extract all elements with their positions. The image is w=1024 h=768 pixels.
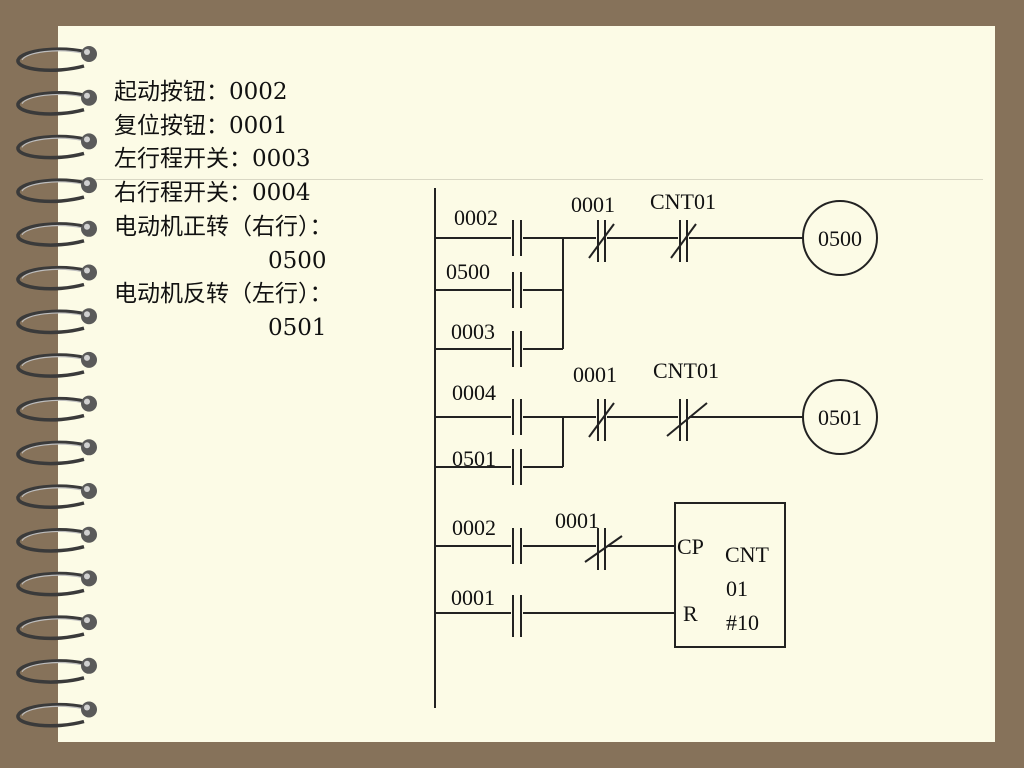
no-contact-cp-0002 (512, 528, 522, 564)
label-cnt01-nc-r2: CNT01 (653, 358, 719, 383)
rung-1: 0002 0500 0003 0001 CNT01 0500 (435, 189, 878, 367)
label-0001-nc: 0001 (571, 192, 615, 217)
nc-contact-cp-0001 (584, 528, 623, 570)
label-coil-0501: 0501 (818, 405, 862, 430)
spiral-binding (16, 46, 97, 728)
spiral-ring (16, 440, 87, 466)
nc-contact-counter-cnt01 (670, 220, 697, 262)
nc-contact-counter-cnt01-r2 (666, 399, 708, 441)
spiral-ring (16, 397, 87, 422)
no-contact-hold-0501 (512, 449, 522, 485)
spiral-ring (16, 484, 87, 509)
spiral-ring (16, 309, 87, 335)
no-contact-start-0002 (512, 220, 522, 256)
spiral-ring (16, 265, 87, 291)
label-0003: 0003 (451, 319, 495, 344)
note-left-limit-switch: 左行程开关：0003 (114, 146, 311, 173)
label-coil-0500: 0500 (818, 226, 862, 251)
label-0501-contact: 0501 (452, 446, 496, 471)
note-motor-forward-address: 0500 (268, 247, 327, 274)
label-0002-cp: 0002 (452, 515, 496, 540)
spiral-ring (16, 134, 87, 160)
spiral-ring (16, 47, 87, 72)
rung-2: 0004 0501 0001 CNT01 0501 (435, 358, 878, 485)
no-contact-hold-0500 (512, 272, 522, 308)
label-0004: 0004 (452, 380, 496, 405)
spiral-ring (16, 702, 87, 728)
no-contact-start-0004 (512, 399, 522, 435)
nc-contact-reset-0001 (588, 220, 615, 262)
spiral-ring (16, 571, 87, 597)
spiral-ring (16, 615, 87, 641)
coil-0501 (802, 379, 878, 455)
label-0002: 0002 (454, 205, 498, 230)
note-right-limit-switch: 右行程开关：0004 (114, 180, 311, 207)
note-reset-button: 复位按钮：0001 (114, 112, 288, 139)
label-0001-r: 0001 (451, 585, 495, 610)
page-rule-line (58, 179, 983, 180)
coil-0500 (802, 200, 878, 276)
label-01: 01 (726, 576, 748, 601)
spiral-ring (16, 222, 87, 247)
no-contact-limit-0003 (512, 331, 522, 367)
label-preset: #10 (726, 610, 759, 635)
nc-contact-reset-0001-r2 (588, 399, 615, 441)
spiral-ring (16, 178, 87, 204)
label-r: R (683, 601, 698, 626)
spiral-ring (16, 528, 87, 553)
label-cnt: CNT (725, 542, 770, 567)
spiral-ring (16, 91, 87, 116)
note-motor-reverse: 电动机反转（左行）： (114, 281, 333, 308)
spiral-ring (16, 353, 87, 378)
no-contact-reset-0001 (512, 595, 522, 637)
note-start-button: 起动按钮：0002 (114, 79, 288, 105)
label-0001-nc-cp: 0001 (555, 508, 599, 533)
spiral-ring (16, 659, 87, 684)
counter-block-cnt01 (674, 502, 786, 648)
label-0001-nc-r2: 0001 (573, 362, 617, 387)
label-cnt01-nc: CNT01 (650, 189, 716, 214)
note-motor-reverse-address: 0501 (268, 314, 327, 341)
rung-counter: 0002 0001 0001 CP R CNT 01 #10 (435, 502, 786, 648)
notebook-page (58, 26, 995, 742)
io-assignment-list: 起动按钮：0002 复位按钮：0001 左行程开关：0003 右行程开关：000… (114, 76, 333, 346)
note-motor-forward: 电动机正转（右行）： (114, 213, 333, 240)
label-0500-contact: 0500 (446, 259, 490, 284)
label-cp: CP (677, 534, 704, 559)
